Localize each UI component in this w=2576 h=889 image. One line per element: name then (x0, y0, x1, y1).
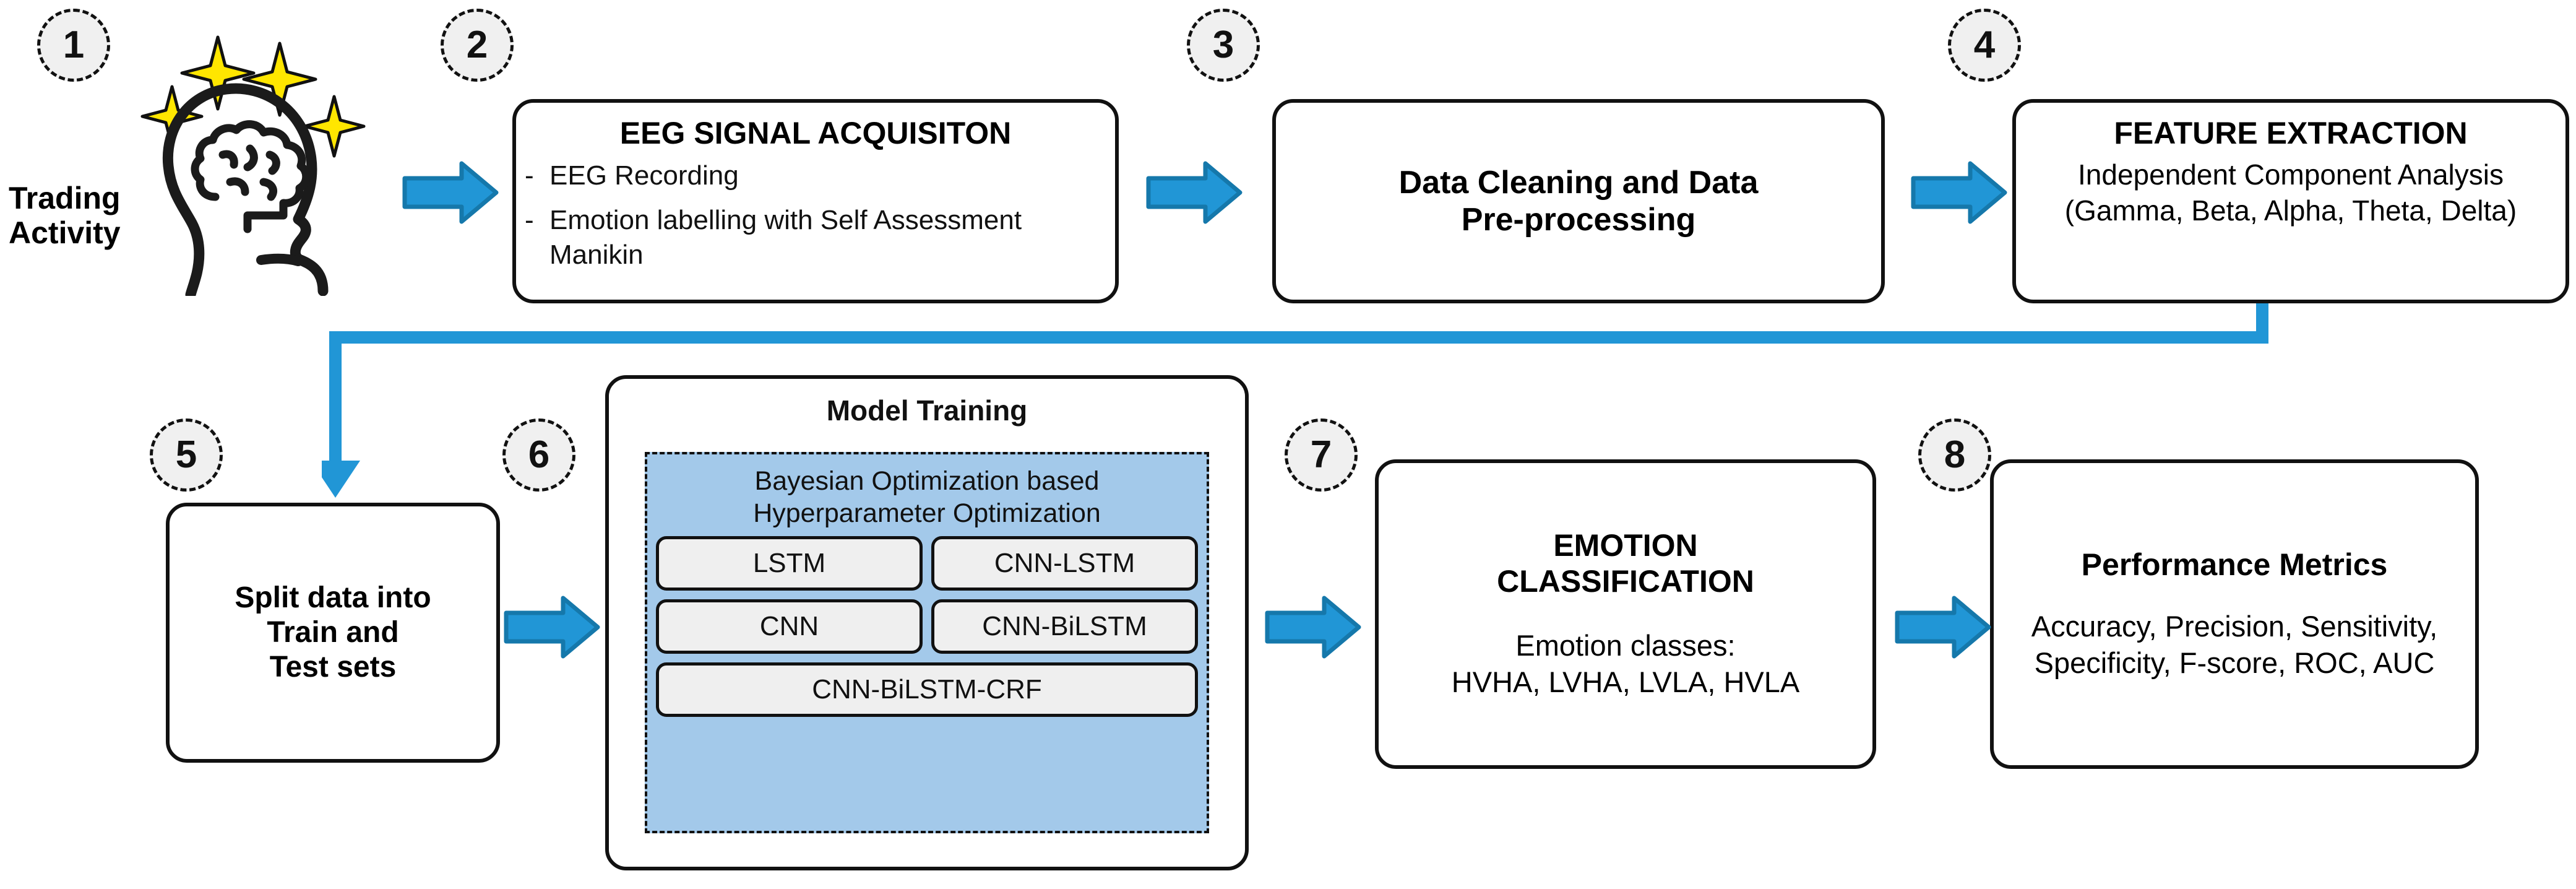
trading-activity-line2: Activity (9, 215, 121, 250)
split-data-line1: Split data into (235, 581, 431, 615)
model-chip-cnn-bilstm[interactable]: CNN-BiLSTM (931, 599, 1198, 654)
list-item: - Emotion labelling with Self Assessment… (525, 203, 1106, 272)
trading-activity-line1: Trading (9, 181, 121, 215)
step-number-4: 4 (1973, 24, 1996, 66)
step-number-7: 7 (1310, 433, 1332, 476)
split-data-line2: Train and (267, 616, 399, 649)
arrow-1-to-2 (401, 158, 500, 227)
data-cleaning-title-line1: Data Cleaning and Data (1398, 164, 1759, 201)
arrow-6-to-7 (1264, 593, 1363, 661)
model-chip-lstm[interactable]: LSTM (656, 536, 923, 591)
performance-metrics-box: Performance Metrics Accuracy, Precision,… (1990, 459, 2479, 769)
hyperparameter-optimization-panel: Bayesian Optimization based Hyperparamet… (645, 452, 1209, 833)
emotion-classes-label: Emotion classes: (1515, 629, 1736, 662)
performance-metrics-body: Accuracy, Precision, Sensitivity, Specif… (2031, 610, 2438, 679)
step-number-6: 6 (528, 433, 550, 476)
model-row: CNN CNN-BiLSTM (656, 599, 1198, 654)
feature-extraction-title: FEATURE EXTRACTION (2114, 116, 2468, 150)
panel-caption-line1: Bayesian Optimization based (754, 466, 1100, 496)
arrow-3-to-4 (1910, 158, 2009, 227)
step-number-2: 2 (466, 24, 488, 66)
bullet-dash: - (525, 204, 534, 235)
step-badge-8: 8 (1918, 418, 1991, 492)
brain-head-icon (124, 11, 396, 300)
arrow-7-to-8 (1893, 593, 1992, 661)
performance-metrics-title: Performance Metrics (2081, 547, 2388, 583)
emotion-classification-box: EMOTION CLASSIFICATION Emotion classes: … (1375, 459, 1876, 769)
panel-caption: Bayesian Optimization based Hyperparamet… (748, 454, 1106, 536)
emotion-classification-title-line1: EMOTION (1553, 528, 1698, 563)
step-badge-4: 4 (1948, 9, 2021, 82)
step-number-5: 5 (175, 433, 197, 476)
model-row: CNN-BiLSTM-CRF (656, 662, 1198, 717)
emotion-classification-title-line2: CLASSIFICATION (1497, 564, 1754, 599)
emotion-classes-values: HVHA, LVHA, LVLA, HVLA (1451, 666, 1800, 698)
eeg-signal-acquisition-title: EEG SIGNAL ACQUISITON (619, 116, 1012, 150)
step-badge-5: 5 (150, 418, 223, 492)
split-data-box: Split data into Train and Test sets (166, 503, 500, 763)
list-item: - EEG Recording (525, 158, 1106, 193)
data-cleaning-title-line2: Pre-processing (1461, 202, 1696, 238)
eeg-bullet-list: - EEG Recording - Emotion labelling with… (525, 158, 1106, 272)
model-row: LSTM CNN-LSTM (656, 536, 1198, 591)
bullet-dash: - (525, 160, 534, 191)
arrow-2-to-3 (1145, 158, 1244, 227)
step-badge-3: 3 (1187, 9, 1260, 82)
bullet-text: Emotion labelling with Self Assessment M… (549, 204, 1022, 270)
arrow-5-to-6 (502, 593, 601, 661)
step-number-1: 1 (62, 24, 85, 66)
connector-4-to-5 (322, 301, 2290, 511)
model-chip-cnn[interactable]: CNN (656, 599, 923, 654)
step-badge-7: 7 (1285, 418, 1358, 492)
step-badge-2: 2 (441, 9, 514, 82)
feature-extraction-box: FEATURE EXTRACTION Independent Component… (2012, 99, 2569, 303)
step-badge-6: 6 (502, 418, 575, 492)
model-chip-cnn-lstm[interactable]: CNN-LSTM (931, 536, 1198, 591)
feature-extraction-body: Independent Component Analysis (Gamma, B… (2064, 158, 2517, 227)
step-number-3: 3 (1212, 24, 1234, 66)
split-data-line3: Test sets (269, 650, 397, 683)
model-chip-cnn-bilstm-crf[interactable]: CNN-BiLSTM-CRF (656, 662, 1198, 717)
eeg-signal-acquisition-box: EEG SIGNAL ACQUISITON - EEG Recording - … (512, 99, 1119, 303)
data-cleaning-box: Data Cleaning and Data Pre-processing (1272, 99, 1885, 303)
model-grid: LSTM CNN-LSTM CNN CNN-BiLSTM CNN-BiLSTM-… (647, 536, 1207, 734)
model-training-title: Model Training (826, 394, 1028, 427)
step-badge-1: 1 (37, 9, 110, 82)
trading-activity-label: Trading Activity (9, 181, 139, 250)
bullet-text: EEG Recording (549, 160, 739, 191)
panel-caption-line2: Hyperparameter Optimization (753, 498, 1101, 529)
step-number-8: 8 (1944, 433, 1966, 476)
